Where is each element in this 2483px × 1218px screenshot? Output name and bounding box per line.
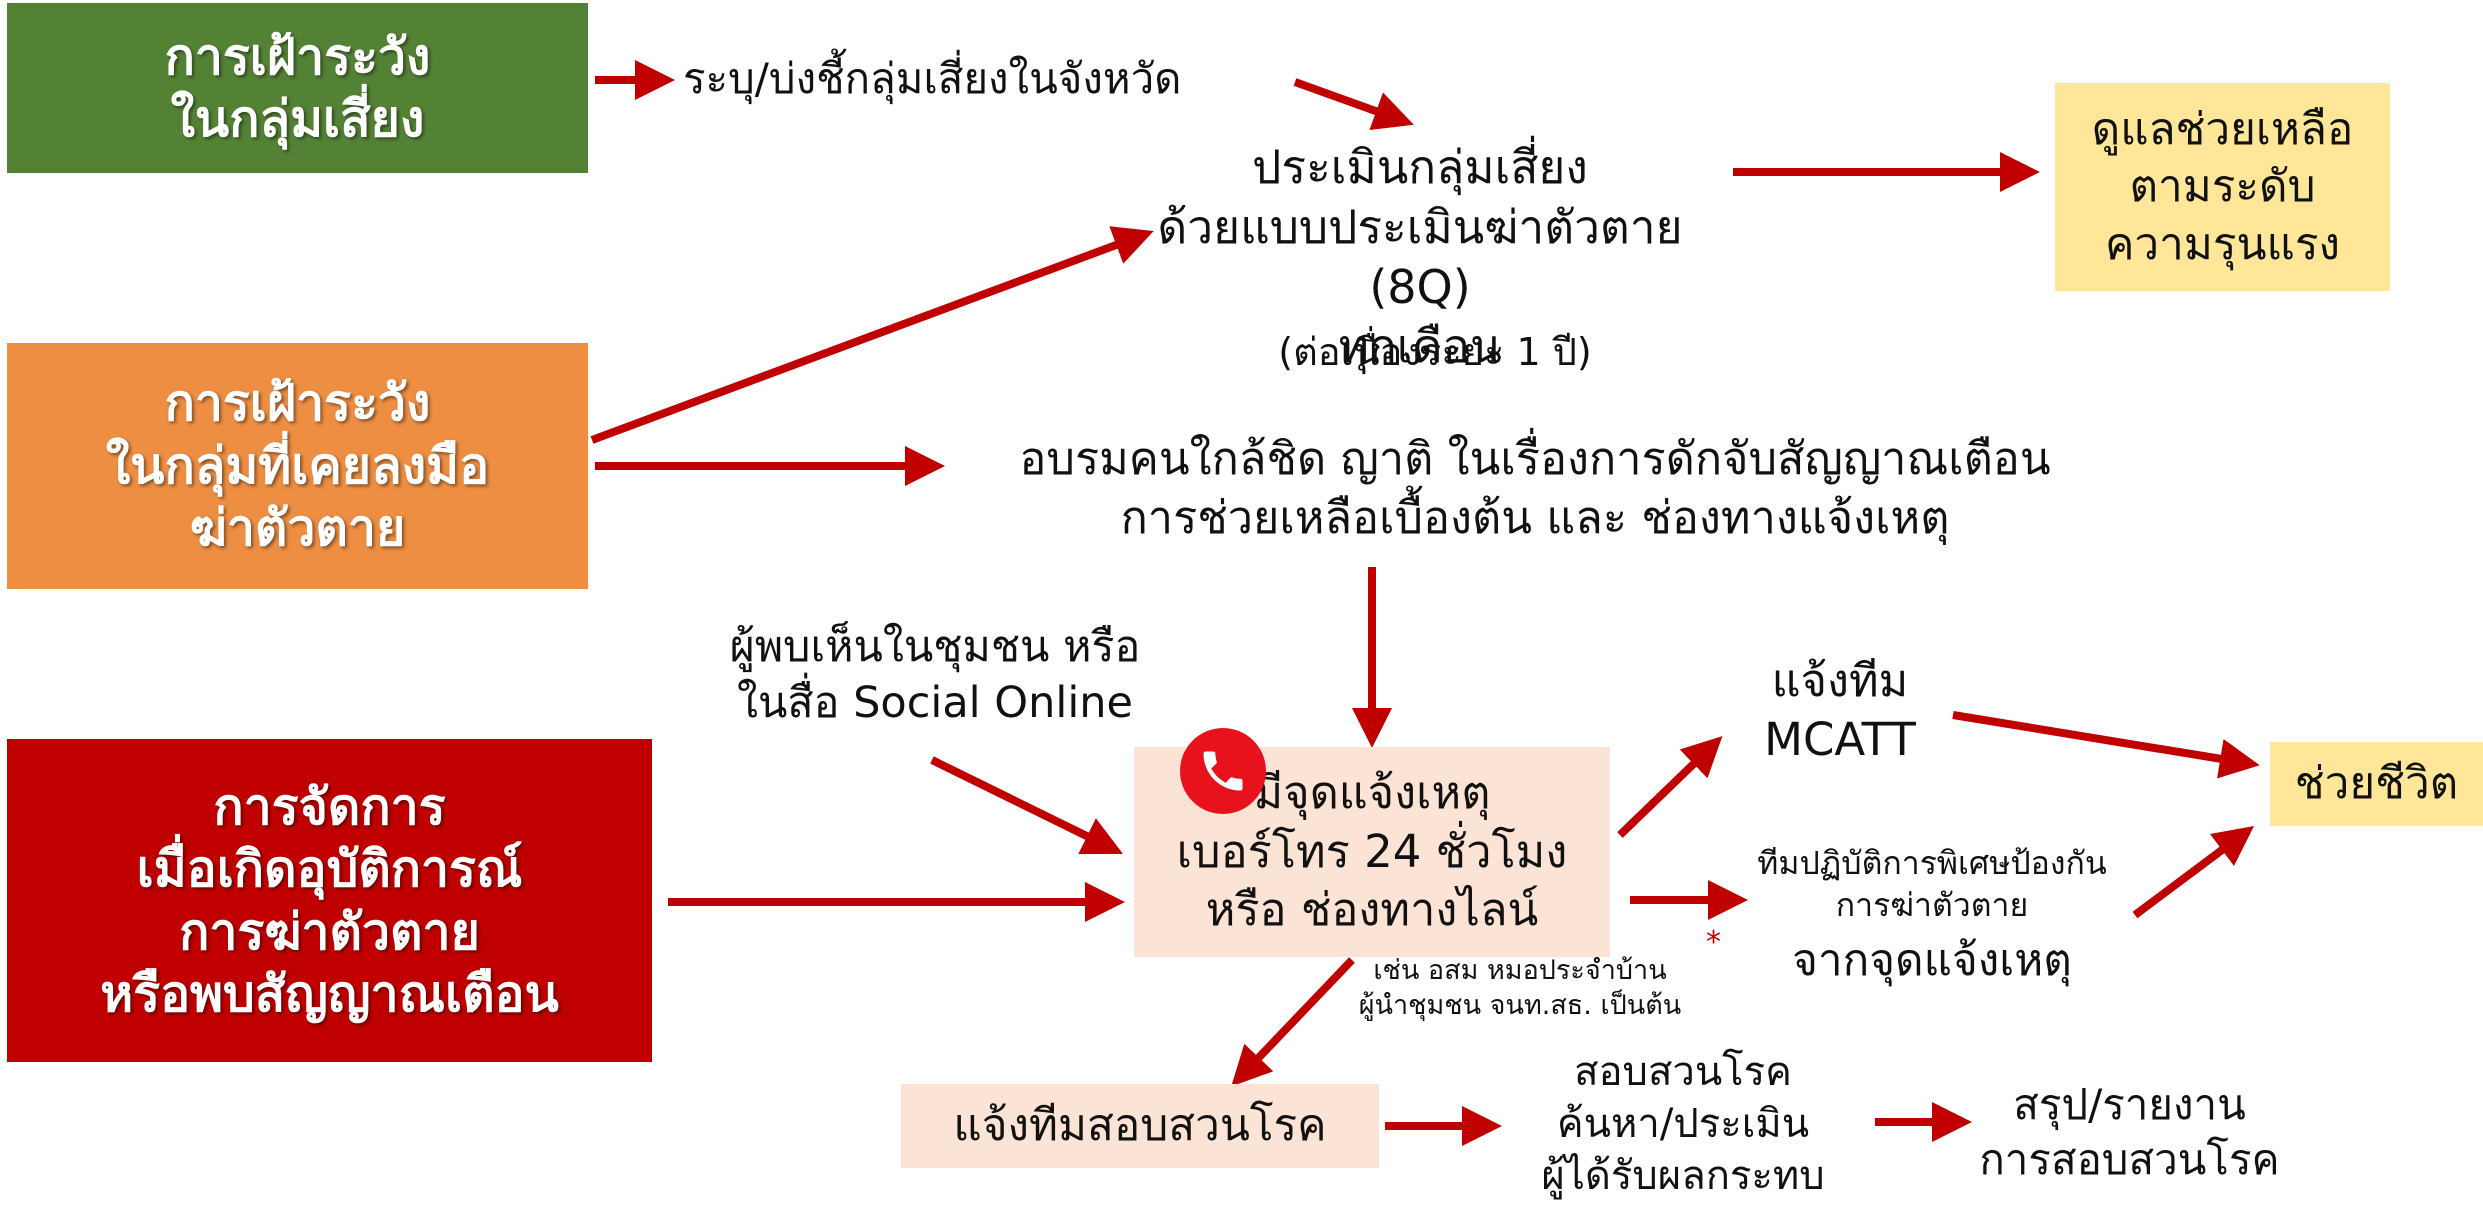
assess-duration-note: (ต่อเนื่องระยะ 1 ปี) xyxy=(1278,330,1592,374)
arrow-witness-to-report xyxy=(930,756,1123,855)
surveillance-risk-label: การเฝ้าระวัง ในกลุ่มเสี่ยง xyxy=(164,27,431,149)
special-team-text: ทีมปฏิบัติการพิเศษป้องกัน การฆ่าตัวตาย xyxy=(1757,844,2107,924)
identify-risk-text: ระบุ/บ่งชี้กลุ่มเสี่ยงในจังหวัด xyxy=(683,54,1182,103)
care-by-severity-box: ดูแลช่วยเหลือ ตามระดับ ความรุนแรง xyxy=(2055,83,2390,291)
phone-icon xyxy=(1180,728,1266,814)
phone-glyph-icon xyxy=(1203,751,1243,791)
surveillance-attempt-label: การเฝ้าระวัง ในกลุ่มที่เคยลงมือ ฆ่าตัวตา… xyxy=(105,374,490,558)
incident-management-label: การจัดการ เมื่อเกิดอุบัติการณ์ การฆ่าตัว… xyxy=(100,777,559,1024)
assess-risk-text: ประเมินกลุ่มเสี่ยง ด้วยแบบประเมินฆ่าตัวต… xyxy=(1157,140,1683,374)
save-life-label: ช่วยชีวิต xyxy=(2294,758,2459,810)
arrow-report-to-notify-investigation xyxy=(1231,957,1355,1087)
asterisk-mark: * xyxy=(1706,925,1721,960)
report-point-label: มีจุดแจ้งเหตุ เบอร์โทร 24 ชั่วโมง หรือ ช… xyxy=(1176,766,1568,937)
from-report-point-text: จากจุดแจ้งเหตุ xyxy=(1792,935,2072,986)
notify-investigation-label: แจ้งทีมสอบสวนโรค xyxy=(953,1100,1327,1152)
community-witness-text: ผู้พบเห็นในชุมชน หรือ ในสื่อ Social Onli… xyxy=(729,622,1141,728)
incident-management-box: การจัดการ เมื่อเกิดอุบัติการณ์ การฆ่าตัว… xyxy=(7,739,652,1062)
arrow-identify-to-assess xyxy=(1293,78,1414,131)
surveillance-risk-box: การเฝ้าระวัง ในกลุ่มเสี่ยง xyxy=(7,3,588,173)
care-by-severity-label: ดูแลช่วยเหลือ ตามระดับ ความรุนแรง xyxy=(2091,104,2354,270)
train-close-text: อบรมคนใกล้ชิด ญาติ ในเรื่องการดักจับสัญญ… xyxy=(1019,432,2051,544)
arrow-mcatt-to-savelife xyxy=(1952,711,2260,779)
notify-investigation-box: แจ้งทีมสอบสวนโรค xyxy=(901,1084,1379,1168)
notify-mcatt-text: แจ้งทีม MCATT xyxy=(1764,654,1916,766)
arrow-special-to-savelife xyxy=(2132,826,2255,919)
save-life-box: ช่วยชีวิต xyxy=(2270,742,2483,826)
surveillance-attempt-box: การเฝ้าระวัง ในกลุ่มที่เคยลงมือ ฆ่าตัวตา… xyxy=(7,343,588,589)
summary-report-text: สรุป/รายงาน การสอบสวนโรค xyxy=(1979,1080,2280,1184)
arrow-report-to-mcatt xyxy=(1617,736,1723,838)
investigation-text: สอบสวนโรค ค้นหา/ประเมิน ผู้ได้รับผลกระทบ xyxy=(1541,1049,1825,1199)
arrow-attempt-to-assess xyxy=(590,226,1154,444)
report-examples-text: เช่น อสม หมอประจำบ้าน ผู้นำชุมชน จนท.สธ.… xyxy=(1358,955,1682,1022)
